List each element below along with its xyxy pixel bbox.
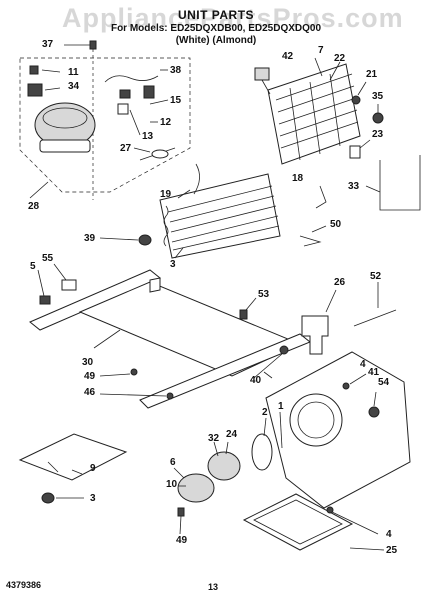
harness-38	[104, 75, 159, 83]
screw-49b	[177, 507, 185, 517]
callout-4-upper: 4	[360, 359, 366, 370]
bracket-42	[254, 67, 270, 81]
callout-10: 10	[166, 479, 178, 490]
callout-23: 23	[372, 129, 384, 140]
callout-1: 1	[278, 401, 284, 412]
document-number: 4379386	[6, 580, 42, 590]
evaporator-coil	[267, 63, 361, 165]
screw-21	[351, 95, 361, 105]
grommet-39	[138, 234, 152, 246]
overload-11	[29, 65, 39, 75]
bracket-5	[39, 295, 51, 305]
model-numbers: For Models: ED25DQXDB00, ED25DQXDQ00	[110, 23, 322, 34]
callout-30: 30	[82, 357, 94, 368]
grommet-55	[61, 279, 77, 291]
callout-2: 2	[262, 407, 268, 418]
screw-53	[239, 309, 248, 320]
callout-15: 15	[170, 95, 182, 106]
callout-19: 19	[160, 189, 172, 200]
callout-3-condenser: 3	[170, 259, 176, 270]
callout-37: 37	[42, 39, 54, 50]
bracket-18	[315, 185, 327, 209]
screw-46	[166, 392, 174, 400]
callout-13: 13	[142, 131, 154, 142]
callout-6: 6	[170, 457, 176, 468]
callout-5: 5	[30, 261, 36, 272]
compressor-group-outline	[19, 57, 191, 193]
fan-motor-24	[207, 451, 241, 481]
callout-7: 7	[318, 45, 324, 56]
tube-19	[193, 163, 200, 195]
callout-12: 12	[160, 117, 172, 128]
callout-52: 52	[370, 271, 382, 282]
screw-49a	[130, 368, 138, 376]
callout-54: 54	[378, 377, 390, 388]
callout-32: 32	[208, 433, 220, 444]
condenser-coil	[159, 173, 281, 259]
callout-41: 41	[368, 367, 380, 378]
callout-46: 46	[84, 387, 96, 398]
callout-26: 26	[334, 277, 346, 288]
motor-10	[177, 473, 215, 503]
callout-9: 9	[90, 463, 96, 474]
callout-42: 42	[282, 51, 294, 62]
screw-37	[89, 40, 97, 50]
grommet-54	[368, 406, 380, 418]
callout-4-lower: 4	[386, 529, 392, 540]
color-variants: (White) (Almond)	[175, 35, 257, 46]
callout-27: 27	[120, 143, 132, 154]
callout-55: 55	[42, 253, 54, 264]
callout-49-upper: 49	[84, 371, 96, 382]
bracket-50	[299, 235, 322, 247]
page-number: 13	[208, 582, 219, 592]
insulation-pad-9	[18, 433, 128, 481]
page-title: UNIT PARTS	[177, 8, 255, 22]
callout-24: 24	[226, 429, 238, 440]
callout-18: 18	[292, 173, 304, 184]
shaft-52	[353, 309, 397, 327]
callout-50: 50	[330, 219, 342, 230]
drain-pan-25	[242, 493, 354, 551]
callout-39: 39	[84, 233, 96, 244]
clip-23	[349, 145, 361, 159]
relay-34	[27, 83, 43, 97]
grommet-3b	[41, 492, 55, 504]
callout-28: 28	[28, 201, 40, 212]
callout-21: 21	[366, 69, 378, 80]
defrost-heater-33	[379, 155, 421, 211]
fan-blade-2	[251, 433, 273, 471]
screw-4b	[326, 506, 334, 514]
callout-11: 11	[68, 67, 79, 78]
screw-41	[342, 382, 350, 390]
callout-53: 53	[258, 289, 270, 300]
fan-bracket-26	[301, 315, 329, 355]
callout-40: 40	[250, 375, 262, 386]
callout-34: 34	[68, 81, 80, 92]
callout-35: 35	[372, 91, 384, 102]
callout-38: 38	[170, 65, 182, 76]
callout-3-lower: 3	[90, 493, 96, 504]
callout-22: 22	[334, 53, 346, 64]
callout-25: 25	[386, 545, 398, 556]
fan-shroud	[265, 351, 411, 509]
callout-49-lower: 49	[176, 535, 188, 546]
base-frame-30	[29, 269, 311, 409]
callout-33: 33	[348, 181, 360, 192]
grommet-35	[372, 112, 384, 124]
